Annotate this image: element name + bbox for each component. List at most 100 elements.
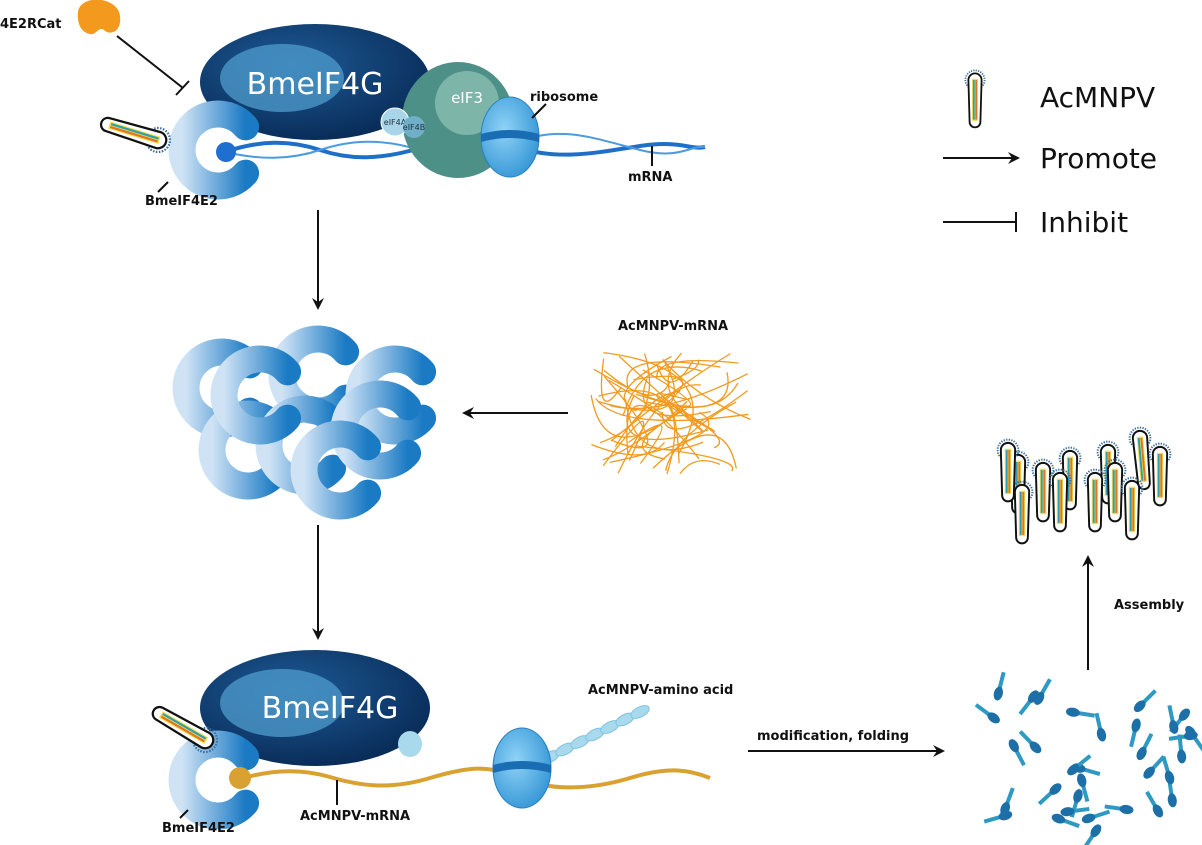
protein-fragment: [1145, 790, 1164, 818]
protein-fragment: [1076, 773, 1090, 803]
protein-fragment: [1161, 755, 1175, 785]
mrna-fragment: [642, 378, 711, 417]
legend-virus-icon: [964, 69, 986, 129]
cap-binding-label-bottom: BmeIF4E2: [162, 821, 235, 836]
c-shaped-protein: [168, 100, 260, 200]
viral-mrna-strand-bottom: [239, 766, 711, 790]
protein-fragment: [993, 671, 1006, 701]
virus-particle: [1120, 476, 1144, 541]
virus-particle: [151, 705, 219, 754]
virus-particle: [1010, 480, 1034, 545]
protein-fragment: [1167, 704, 1179, 734]
protein-fragment: [1081, 809, 1111, 824]
protein-fragment: [1136, 732, 1154, 761]
protein-fragment: [1067, 754, 1092, 776]
virus-icon: [99, 116, 172, 154]
protein-fragment: [1133, 689, 1157, 713]
amino-acid-label: AcMNPV-amino acid: [588, 683, 733, 698]
mrna-fragment: [665, 401, 737, 472]
mrna-fragment: [609, 411, 710, 464]
mrna-fragment: [635, 369, 692, 407]
virus-icon: [151, 705, 219, 754]
inhibit-edge-top: [116, 35, 190, 96]
assembly-label: Assembly: [1114, 598, 1185, 613]
cap-binding-protein-bottom: [168, 730, 260, 830]
modification-label: modification, folding: [757, 729, 909, 744]
c-shaped-protein: [168, 730, 260, 830]
mrna-label: mRNA: [628, 170, 673, 185]
mrna-fragment: [679, 460, 721, 475]
mrna-fragment: [595, 398, 749, 422]
mrna-fragment: [626, 361, 721, 388]
legend-promote-label: Promote: [1040, 142, 1157, 175]
cap-binding-label-top: BmeIF4E2: [145, 194, 218, 209]
ribosome-top: [480, 96, 540, 178]
mrna-fragment: [603, 375, 649, 449]
mrna-fragment: [642, 408, 688, 460]
virus-particle: [1083, 468, 1107, 533]
inhibitor-label: 4E2RCat: [0, 17, 62, 32]
mrna-fragment: [634, 445, 734, 472]
scaffold-label-bottom: BmeIF4G: [262, 691, 399, 726]
amino-acid-chain: [540, 705, 650, 764]
protein-fragment: [1094, 712, 1107, 742]
eif4b: eIF4B: [403, 116, 425, 138]
protein-fragment: [974, 703, 1000, 724]
virus-particle: [1148, 442, 1172, 507]
cap-binding-protein-top: [168, 100, 260, 200]
scaffold-bmeif4g-top: BmeIF4G: [200, 24, 430, 140]
c-shaped-protein: [198, 400, 290, 500]
protein-fragment: [1037, 783, 1062, 806]
mrna-fragment: [600, 358, 622, 402]
mrna-fragment: [603, 369, 671, 396]
inhibitor-4e2rcat: 4E2RCat: [0, 0, 121, 35]
protein-fragment: [1008, 739, 1026, 767]
protein-fragment: [1051, 813, 1080, 828]
mrna-fragment: [656, 359, 739, 378]
protein-fragment: [983, 810, 1013, 824]
legend-virus-label: AcMNPV: [1040, 81, 1155, 114]
virus-particle: [1031, 458, 1055, 523]
mrna-cap-bottom: [229, 767, 251, 789]
viral-protein-fragments: [974, 671, 1202, 845]
mrna-fragment: [628, 424, 663, 464]
assembled-virions: [996, 426, 1172, 545]
protein-fragment: [1104, 804, 1134, 815]
viral-mrna-tangle: [590, 351, 751, 475]
c-shaped-protein: [210, 345, 302, 445]
legend-inhibit-label: Inhibit: [1040, 206, 1128, 239]
mrna-fragment: [652, 434, 737, 469]
scaffold-label-top: BmeIF4G: [247, 67, 384, 102]
ribosome-label: ribosome: [530, 90, 598, 105]
mrna-fragment: [610, 353, 731, 442]
virus-particle: [996, 438, 1020, 503]
virus-particle: [1048, 468, 1072, 533]
eif4a-label: eIF4A: [384, 118, 407, 127]
viral-mrna-label-bottom: AcMNPV-mRNA: [300, 809, 410, 824]
c-shaped-protein: [290, 420, 382, 520]
protein-fragment: [1129, 718, 1141, 748]
inhibitor-blob-icon: [77, 0, 121, 35]
mrna-fragment: [591, 441, 665, 456]
protein-fragment: [1177, 734, 1187, 764]
legend-inhibit-icon: [943, 212, 1017, 232]
mrna-fragment: [646, 372, 729, 409]
legend: AcMNPV Promote Inhibit: [943, 69, 1157, 239]
cap-binding-protein-cluster: [172, 325, 437, 520]
protein-fragment: [1065, 707, 1095, 718]
mrna-fragment: [672, 404, 720, 449]
eif3-label: eIF3: [451, 89, 483, 107]
viral-mrna-cloud-label: AcMNPV-mRNA: [618, 319, 728, 334]
protein-fragment: [1018, 730, 1042, 754]
eif4a-bottom: [398, 731, 422, 757]
protein-fragment: [1143, 755, 1166, 779]
mrna-cap-top: [216, 142, 236, 162]
virus-particle: [1128, 426, 1152, 491]
virus-particle: [964, 69, 986, 129]
ribosome-bottom: [492, 727, 552, 809]
protein-fragment: [1082, 824, 1102, 845]
eif4b-label: eIF4B: [403, 123, 425, 132]
virus-particle: [1103, 458, 1127, 523]
